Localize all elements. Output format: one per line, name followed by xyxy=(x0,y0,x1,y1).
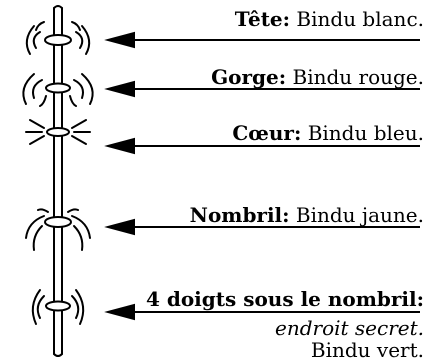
knot-tete xyxy=(25,21,91,55)
arrow-tete xyxy=(104,31,420,49)
label-nombril-name: Nombril xyxy=(189,203,283,227)
label-gorge: Gorge: Bindu rouge. xyxy=(211,66,424,88)
label-quatre-doigts-line1: endroit secret. xyxy=(274,316,424,340)
label-tete-sep: : xyxy=(282,7,291,31)
arrow-quatre-doigts xyxy=(104,303,420,321)
knot-quatre-doigts xyxy=(31,289,85,325)
knot-nombril xyxy=(25,208,91,251)
label-gorge-sep: : xyxy=(278,65,287,89)
label-coeur-desc: Bindu bleu. xyxy=(301,121,424,145)
label-gorge-name: Gorge xyxy=(211,65,279,89)
label-quatre-doigts-line2: Bindu vert. xyxy=(310,338,424,362)
label-nombril-desc: Bindu jaune. xyxy=(289,203,424,227)
label-coeur: Cœur: Bindu bleu. xyxy=(232,122,424,144)
label-tete: Tête: Bindu blanc. xyxy=(235,8,424,30)
label-coeur-sep: : xyxy=(293,121,302,145)
label-quatre-doigts: 4 doigts sous le nombril: xyxy=(146,288,424,310)
label-coeur-name: Cœur xyxy=(232,121,294,145)
knot-gorge xyxy=(22,73,94,107)
label-gorge-desc: Bindu rouge. xyxy=(286,65,424,89)
label-tete-desc: Bindu blanc. xyxy=(290,7,424,31)
label-tete-name: Tête xyxy=(234,7,283,31)
central-channel xyxy=(53,5,63,357)
label-quatre-doigts-sep: : xyxy=(416,287,424,311)
label-nombril: Nombril: Bindu jaune. xyxy=(190,204,424,226)
label-quatre-doigts-name: 4 doigts sous le nombril xyxy=(145,287,417,311)
arrow-coeur xyxy=(104,137,420,155)
arrow-nombril xyxy=(104,218,420,236)
label-nombril-sep: : xyxy=(282,203,290,227)
knot-coeur xyxy=(25,119,91,145)
arrow-gorge xyxy=(104,80,420,98)
